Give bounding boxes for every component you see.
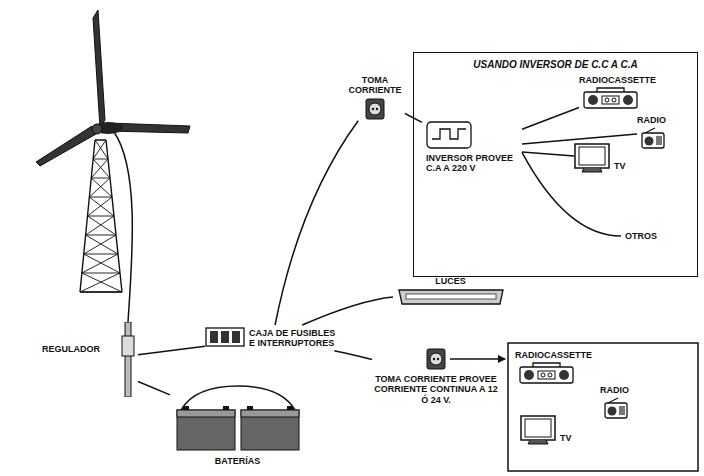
wire xyxy=(138,346,205,354)
device-label: CAJA DE FUSIBLES E INTERRUPTORES xyxy=(249,328,338,349)
regulator-icon xyxy=(120,322,136,397)
device-label: LUCES xyxy=(393,276,508,286)
fuse-box-icon xyxy=(205,327,245,347)
wire xyxy=(522,134,637,144)
inverter-group-box: USANDO INVERSOR DE C.C A C.A INVERSOR PRO… xyxy=(413,52,698,277)
device-label: RADIOCASSETTE xyxy=(579,75,659,85)
ac-outlet-icon xyxy=(365,98,385,120)
blade xyxy=(36,126,96,166)
batteries: BATERÍAS xyxy=(170,380,305,466)
supply-arrow xyxy=(450,358,505,360)
hub xyxy=(92,124,102,134)
device-label: INVERSOR PROVEE C.A A 220 V xyxy=(426,153,520,174)
tower-lattice xyxy=(88,197,115,216)
regulator: REGULADOR xyxy=(40,322,138,400)
dc-outlet: TOMA CORRIENTE PROVEE CORRIENTE CONTINUA… xyxy=(372,348,500,405)
tower-legs xyxy=(80,140,122,292)
wire xyxy=(302,297,393,325)
radiocassette-icon xyxy=(583,87,638,109)
fuse-box: CAJA DE FUSIBLES E INTERRUPTORES xyxy=(205,325,340,351)
wire xyxy=(522,152,574,156)
device-label: BATERÍAS xyxy=(170,456,305,466)
radio: RADIO xyxy=(637,115,681,149)
wire-end-label: OTROS xyxy=(625,231,657,241)
turbine-cable xyxy=(114,132,132,322)
device-label: TOMA CORRIENTE PROVEE CORRIENTE CONTINUA… xyxy=(372,374,500,405)
radio: RADIO xyxy=(600,385,644,419)
tower-lattice xyxy=(82,254,120,273)
device-label: TV xyxy=(560,433,576,443)
tower-lattice xyxy=(86,216,116,235)
tower xyxy=(80,140,122,292)
tower-lattice xyxy=(80,273,122,292)
blade xyxy=(93,10,105,128)
ac-outlet: TOMA CORRIENTE xyxy=(345,75,405,121)
wire xyxy=(275,121,358,325)
tower-lattice xyxy=(93,140,108,159)
radio-icon xyxy=(641,127,665,149)
inverter-icon xyxy=(426,121,472,149)
batteries-icon xyxy=(173,380,303,452)
dc-devices-box xyxy=(508,343,698,471)
radiocassette: RADIOCASSETTE xyxy=(579,75,659,109)
television-icon xyxy=(520,415,556,445)
television: TV xyxy=(520,415,578,445)
wire xyxy=(522,107,579,129)
dc-outlet-icon xyxy=(426,348,446,370)
television-icon xyxy=(574,143,610,173)
group-heading: USANDO INVERSOR DE C.C A C.A xyxy=(420,59,691,71)
device-label: RADIO xyxy=(637,115,681,125)
device-label: RADIOCASSETTE xyxy=(515,350,595,360)
nacelle xyxy=(93,122,123,134)
wire xyxy=(334,351,372,360)
radiocassette-icon xyxy=(519,362,574,384)
inverter: INVERSOR PROVEE C.A A 220 V xyxy=(422,121,522,176)
tower-lattice xyxy=(84,235,118,254)
radio-icon xyxy=(604,397,628,419)
device-label: REGULADOR xyxy=(42,344,118,354)
tower-lattice xyxy=(91,159,110,178)
device-label: RADIO xyxy=(600,385,644,395)
device-label: TV xyxy=(614,161,630,171)
wire xyxy=(138,382,170,395)
device-label: TOMA CORRIENTE xyxy=(345,75,405,96)
radiocassette: RADIOCASSETTE xyxy=(515,350,595,384)
light-fixture-icon xyxy=(396,288,506,306)
television: TV xyxy=(574,143,632,173)
tower-lattice xyxy=(89,178,112,197)
light-fixture: LUCES xyxy=(393,276,508,307)
